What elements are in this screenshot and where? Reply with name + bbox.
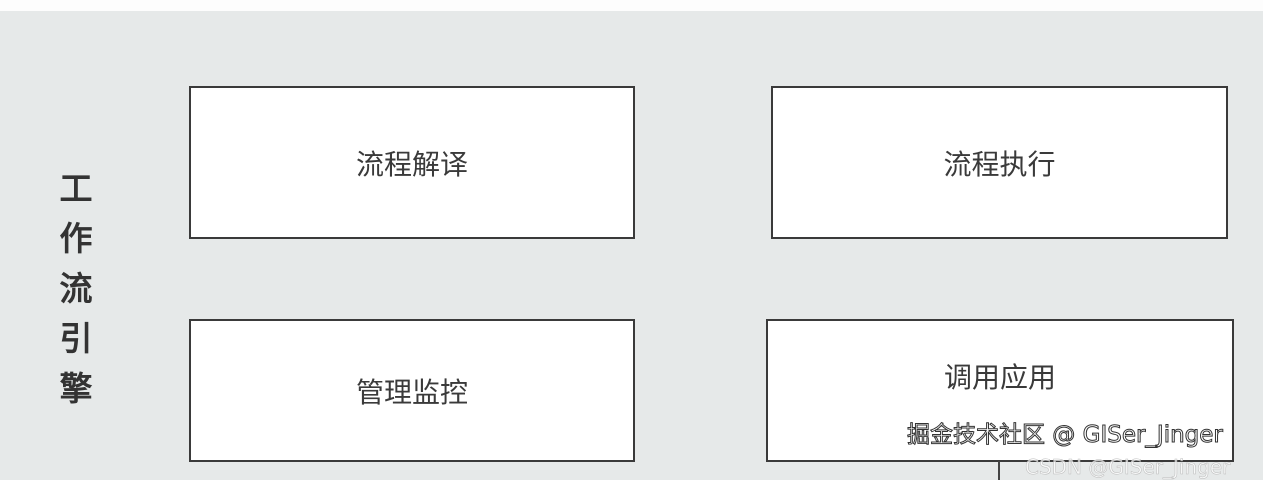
box-process-execution: 流程执行 (771, 86, 1228, 239)
workflow-engine-label: 工作流引擎 (59, 169, 93, 408)
watermark-juejin: 掘金技术社区 @ GISer_Jinger (907, 422, 1224, 449)
box-process-interpretation: 流程解译 (189, 86, 635, 239)
watermark-csdn: CSDN @GISer_Jinger (1025, 455, 1231, 480)
connector-line (998, 461, 1000, 480)
box-management-monitoring: 管理监控 (189, 319, 635, 462)
box-invoke-application: 调用应用 (766, 319, 1234, 462)
